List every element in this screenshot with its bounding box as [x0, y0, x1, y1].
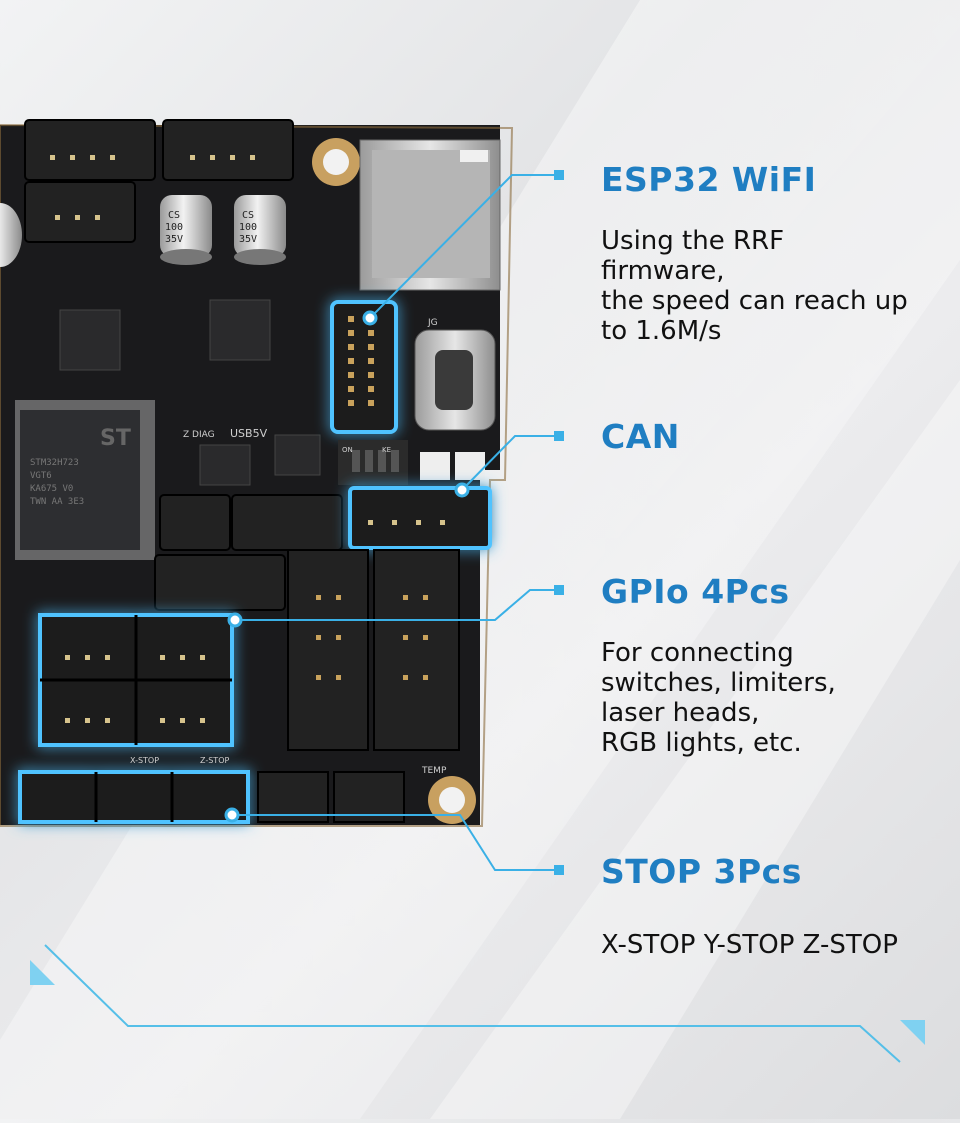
callout-lines	[232, 174, 560, 871]
callout-gpio	[235, 589, 560, 621]
feature-description-line: firmware,	[601, 256, 725, 286]
feature-esp32: ESP32 WiFI Using the RRF firmware, the s…	[601, 163, 908, 346]
feature-gpio: GPIo 4Pcs For connecting switches, limit…	[601, 575, 836, 758]
callout-dot	[224, 807, 240, 823]
feature-description-line: the speed can reach up	[601, 286, 908, 316]
mcu-logo: ST	[100, 426, 131, 451]
silkscreen-usb: USB5V	[230, 427, 268, 440]
silkscreen-zstop: Z-STOP	[200, 756, 229, 765]
feature-title: GPIo 4Pcs	[601, 572, 790, 611]
capacitor-label: CS	[242, 210, 254, 221]
silkscreen-jg: JG	[427, 318, 438, 328]
esp32-connector	[330, 300, 398, 434]
capacitor	[0, 203, 22, 267]
feature-title: CAN	[601, 417, 680, 456]
feature-description-line: Using the RRF	[601, 226, 785, 256]
feature-description-line: laser heads,	[601, 698, 760, 728]
callout-dot	[454, 482, 470, 498]
led	[455, 452, 485, 480]
pin-header	[287, 549, 460, 751]
silkscreen-on: ON	[342, 446, 353, 454]
mcu-label: TWN AA 3E3	[30, 497, 84, 507]
background-stripe	[430, 380, 960, 1119]
mcu-label: STM32H723	[30, 458, 79, 468]
small-chips	[59, 299, 321, 486]
callout-stop	[232, 814, 560, 871]
callout-dot	[227, 612, 243, 628]
capacitor-label: 100	[165, 222, 183, 233]
led	[420, 452, 450, 480]
silkscreen-zdiag: Z DIAG	[183, 430, 215, 440]
feature-description: Using the RRF firmware, the speed can re…	[601, 226, 908, 346]
silkscreen-xstop: X-STOP	[130, 756, 159, 765]
middle-connectors	[154, 494, 343, 611]
feature-stop: STOP 3Pcs X-STOP Y-STOP Z-STOP	[601, 855, 898, 960]
feature-description-line: switches, limiters,	[601, 668, 836, 698]
callout-marker	[554, 431, 564, 441]
capacitor-label: CS	[168, 210, 180, 221]
mcu-label: VGT6	[30, 471, 52, 481]
dip-switch	[338, 440, 408, 485]
top-connectors	[24, 119, 294, 243]
can-connector	[348, 486, 492, 550]
feature-title: STOP 3Pcs	[601, 852, 802, 891]
usb-c-port	[414, 329, 496, 431]
feature-description-line: For connecting	[601, 638, 794, 668]
decorative-frame	[30, 944, 925, 1063]
feature-description: For connecting switches, limiters, laser…	[601, 638, 836, 758]
feature-description-line: RGB lights, etc.	[601, 728, 802, 758]
capacitor	[234, 195, 286, 265]
callout-dot	[362, 310, 378, 326]
callout-esp32	[369, 174, 560, 319]
feature-description-line: X-STOP Y-STOP Z-STOP	[601, 930, 898, 960]
callout-marker	[554, 585, 564, 595]
callout-can	[461, 435, 560, 491]
mcu-label: KA675 V0	[30, 484, 73, 494]
callout-marker	[554, 865, 564, 875]
callout-marker	[554, 170, 564, 180]
capacitor-label: 100	[239, 222, 257, 233]
capacitor-label: 35V	[239, 234, 257, 245]
silkscreen-temp: TEMP	[421, 766, 447, 776]
feature-title: ESP32 WiFI	[601, 160, 817, 199]
capacitor-label: 35V	[165, 234, 183, 245]
capacitor	[160, 195, 212, 265]
stop-connectors	[18, 770, 250, 824]
feature-description: X-STOP Y-STOP Z-STOP	[601, 930, 898, 960]
mounting-hole	[428, 776, 476, 824]
gpio-connectors	[38, 613, 234, 747]
silkscreen-ke: KE	[382, 446, 391, 454]
mounting-hole	[312, 138, 360, 186]
feature-can: CAN	[601, 420, 680, 453]
mcu-chip: ST STM32H723 VGT6 KA675 V0 TWN AA 3E3	[15, 400, 155, 560]
sd-card-slot	[359, 139, 501, 291]
feature-description-line: to 1.6M/s	[601, 316, 722, 346]
